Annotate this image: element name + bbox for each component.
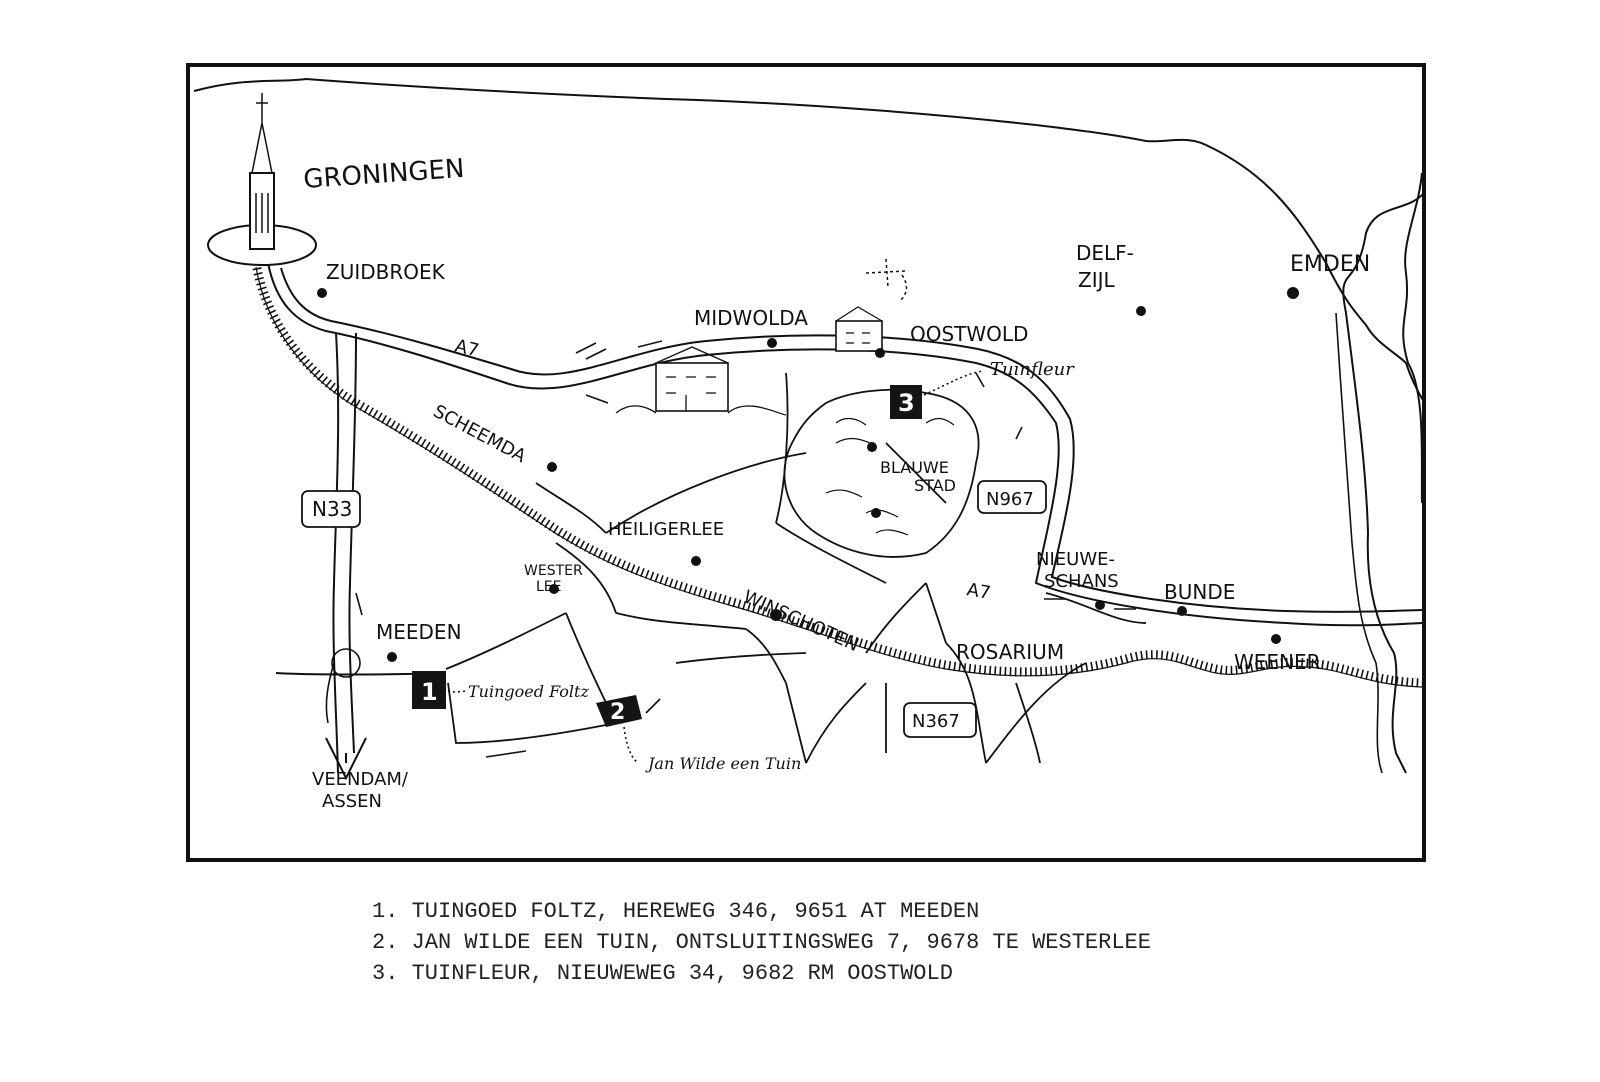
- map-border: [186, 63, 1426, 862]
- label-heiligerlee: HEILIGERLEE: [608, 519, 724, 540]
- address-legend: 1. TUINGOED FOLTZ, HEREWEG 346, 9651 AT …: [372, 896, 1151, 989]
- marker-3-label: Tuinfleur: [990, 359, 1075, 380]
- road-shield-n33: N33: [301, 490, 361, 528]
- label-westerlee-2: LEE: [536, 579, 562, 595]
- marker-1-label: Tuingoed Foltz: [468, 682, 589, 701]
- direction-arrows: [355, 340, 1136, 758]
- label-delfzijl-2: ZIJL: [1078, 268, 1115, 292]
- manor-house-icon: [615, 346, 787, 416]
- label-veendam-assen-2: ASSEN: [322, 791, 382, 812]
- label-blauwe-stad-1: BLAUWE: [880, 458, 949, 477]
- church-icon: [835, 306, 883, 352]
- marker-2-label: Jan Wilde een Tuin: [645, 754, 801, 773]
- ems-river-east: [1402, 172, 1423, 504]
- label-nieuweschans-2: SCHANS: [1044, 571, 1119, 592]
- label-meeden: MEEDEN: [376, 620, 462, 644]
- local-roads: [445, 372, 1087, 764]
- road-a7-east: A7: [965, 579, 992, 604]
- svg-text:3: 3: [898, 389, 915, 417]
- town-dots: [317, 287, 1299, 662]
- n33-road: [332, 332, 340, 774]
- label-emden: EMDEN: [1290, 252, 1370, 277]
- label-midwolda: MIDWOLDA: [694, 306, 808, 330]
- hand-drawn-map: GRONINGEN ZUIDBROEK MIDWOLDA OOSTWOLD DE…: [186, 63, 1426, 862]
- label-oostwold: OOSTWOLD: [910, 322, 1028, 346]
- groningen-tower-icon: [207, 93, 317, 266]
- blauwe-stad-lake: [783, 388, 980, 558]
- label-westerlee-1: WESTER: [524, 563, 583, 579]
- ems-river-mouth: [1335, 312, 1383, 774]
- label-weener: WEENER: [1234, 650, 1321, 674]
- ems-river-west: [1342, 192, 1425, 774]
- svg-text:1: 1: [421, 678, 438, 706]
- label-bunde: BUNDE: [1164, 580, 1235, 604]
- marker-3[interactable]: 3 Tuinfleur: [890, 359, 1075, 419]
- label-rosarium: ROSARIUM: [956, 640, 1064, 664]
- legend-item-1: 1. TUINGOED FOLTZ, HEREWEG 346, 9651 AT …: [372, 899, 980, 924]
- svg-text:N33: N33: [312, 497, 352, 521]
- svg-text:2: 2: [610, 700, 625, 725]
- label-veendam-assen-1: VEENDAM/: [312, 769, 409, 790]
- coastline: [193, 77, 1426, 404]
- marker-1[interactable]: 1 Tuingoed Foltz: [412, 671, 589, 709]
- road-shield-n967: N967: [977, 480, 1047, 514]
- svg-text:N967: N967: [986, 489, 1034, 510]
- legend-item-2: 2. JAN WILDE EEN TUIN, ONTSLUITINGSWEG 7…: [372, 930, 1151, 955]
- label-zuidbroek: ZUIDBROEK: [326, 260, 446, 284]
- label-delfzijl-1: DELF-: [1076, 241, 1134, 265]
- svg-text:N367: N367: [912, 711, 960, 732]
- label-nieuweschans-1: NIEUWE-: [1036, 549, 1115, 570]
- legend-item-3: 3. TUINFLEUR, NIEUWEWEG 34, 9682 RM OOST…: [372, 961, 953, 986]
- road-shield-n367: N367: [903, 702, 977, 738]
- label-blauwe-stad-2: STAD: [914, 476, 956, 495]
- marker-2[interactable]: 2 Jan Wilde een Tuin: [596, 695, 801, 773]
- airplane-icon: [865, 258, 908, 302]
